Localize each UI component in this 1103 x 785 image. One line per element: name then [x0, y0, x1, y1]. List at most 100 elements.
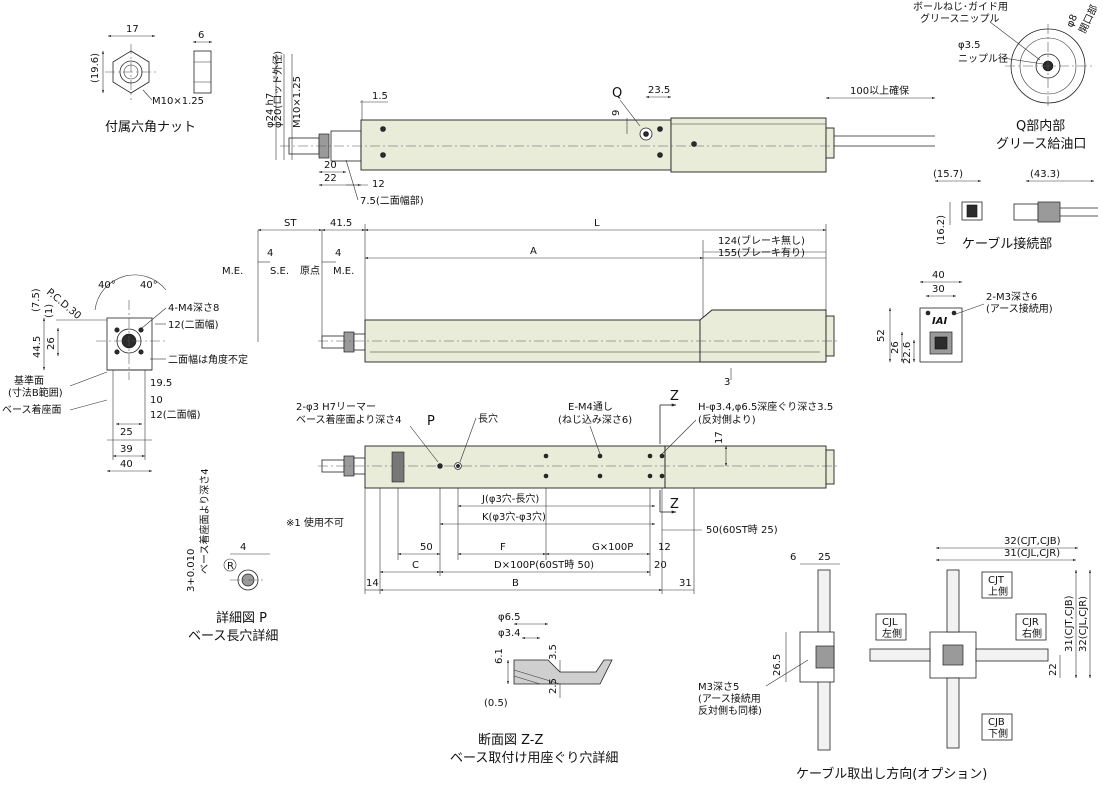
cd-cjt-1: CJT	[988, 575, 1005, 586]
top-dim-75: 7.5(二面幅部)	[360, 194, 424, 207]
end-ang-1: 40°	[98, 280, 116, 291]
cd-m3-2: (アース接続用	[698, 692, 761, 705]
end-dim-195: 19.5	[150, 378, 172, 389]
zz-dim-25: 2.5	[548, 678, 559, 694]
zz-d65: φ6.5	[498, 612, 521, 623]
bottom-k: K(φ3穴-φ3穴)	[482, 510, 546, 523]
end-dim-1: (1)	[44, 304, 55, 318]
end-m4: 4-M4深さ8	[168, 302, 219, 314]
bottom-dim-20: 20	[654, 560, 667, 571]
end-dim-445: 44.5	[32, 336, 43, 358]
cd-cjl-cjr: 31(CJL,CJR)	[1004, 548, 1060, 559]
actuator-end-view: 40° 40° P.C.D.30 (7.5) (1) 44.5 26 4-M4深…	[2, 274, 248, 473]
zz-title-1: 断面図 Z-Z	[478, 733, 544, 748]
bottom-z-2: Z	[670, 497, 679, 512]
top-dim-235: 23.5	[648, 85, 670, 96]
zz-title-2: ベース取付け用座ぐり穴詳細	[450, 750, 618, 766]
top-dim-20: 20	[324, 160, 337, 171]
end-dim-10: 10	[150, 395, 163, 406]
cd-dim-25: 25	[818, 552, 831, 563]
motor-dim-26: 26	[890, 341, 901, 354]
actuator-top-view: 1.5 Q 23.5 9 100以上確保 φ24 h7 φ20(ロッド外径) M…	[265, 51, 936, 207]
cable-dim-433: (43.3)	[1030, 169, 1060, 180]
end-dim-40: 40	[120, 459, 133, 470]
bottom-dim-31: 31	[679, 578, 692, 589]
grease-callout-2: グリースニップル	[920, 12, 1000, 25]
cable-direction: 6 25 26.5 M3深さ5 (アース接続用 反対側も同様) 32(CJT,C…	[698, 536, 1092, 782]
bottom-em4-2: (ねじ込み深さ6)	[558, 414, 632, 426]
bottom-dim-50st: 50(60ST時 25)	[706, 524, 778, 536]
bottom-dim-50: 50	[420, 542, 433, 553]
grease-dim35-1: φ3.5	[958, 40, 981, 51]
cable-title: ケーブル接続部	[962, 236, 1052, 252]
side-dim-l: L	[594, 218, 600, 229]
detail-p-title-1: 詳細図 P	[216, 610, 267, 626]
cd-cjb-1: CJB	[988, 717, 1005, 728]
top-rod-24: φ24 h7	[265, 93, 276, 128]
grease-dim8-1: φ8	[1065, 13, 1080, 29]
motor-dim-30: 30	[932, 284, 945, 295]
detail-p: 4 R 3+0.010 ベース着座面より深さ4 詳細図 P ベース長穴詳細	[186, 468, 278, 644]
grease-dim8-2: 開口部	[1076, 3, 1100, 36]
motor-dim-226: 22.6	[902, 342, 913, 364]
top-dim-15: 1.5	[372, 91, 388, 102]
detail-p-tol: 3+0.010	[186, 549, 197, 592]
top-rod-m10: M10×1.25	[292, 76, 303, 128]
zz-dim-35: 3.5	[548, 644, 559, 660]
bottom-z-1: Z	[670, 389, 679, 404]
bottom-c: C	[412, 560, 419, 571]
bottom-h-2: (反対側より)	[698, 413, 756, 426]
bottom-j: J(φ3穴-長穴)	[481, 492, 539, 505]
motor-m3: 2-M3深さ6	[986, 291, 1037, 303]
end-ref-1: 基準面	[14, 374, 44, 387]
side-origin: 原点	[300, 265, 320, 277]
cd-v32: 32(CJL,CJR)	[1078, 596, 1089, 652]
detail-p-r: R	[227, 561, 234, 572]
cd-dim-22: 22	[1048, 663, 1059, 676]
hex-nut-drawing: 17 (19.6) M10×1.25 6 付属六角ナット	[90, 24, 213, 135]
side-dim-4a: 4	[267, 248, 273, 259]
side-dim-415: 41.5	[330, 218, 352, 229]
zz-dim-61: 6.1	[494, 648, 505, 664]
end-angle-note: 二面幅は角度不定	[168, 353, 248, 366]
side-se: S.E.	[270, 266, 289, 277]
cd-cjr-2: 右側	[1022, 627, 1042, 640]
bottom-d: D×100P(60ST時 50)	[494, 559, 594, 571]
nut-dim-6: 6	[198, 30, 204, 41]
side-dim-st: ST	[284, 218, 297, 229]
end-dim-26: 26	[46, 337, 57, 350]
grease-title-1: Q部内部	[1016, 118, 1065, 134]
side-dim-a: A	[530, 246, 537, 257]
nut-thread: M10×1.25	[152, 96, 204, 107]
bottom-note-1: ※1 使用不可	[286, 516, 344, 529]
bottom-pin-2: ベース着座面より深さ4	[296, 413, 402, 426]
nut-title: 付属六角ナット	[105, 120, 196, 135]
side-me-1: M.E.	[222, 266, 243, 277]
top-dim-22: 22	[324, 173, 337, 184]
cd-dim-265: 26.5	[772, 654, 783, 676]
cd-cjr-1: CJR	[1022, 617, 1039, 628]
bottom-slot: 長穴	[478, 412, 498, 425]
bottom-h-1: H-φ3.4,φ6.5深座ぐり深さ3.5	[698, 400, 833, 413]
end-ang-2: 40°	[140, 280, 158, 291]
bottom-g: G×100P	[592, 542, 633, 553]
cable-connection-detail: (15.7) (16.2) (43.3) ケーブル接続部	[933, 169, 1098, 252]
top-dim-100: 100以上確保	[850, 84, 909, 97]
bottom-dim-14: 14	[366, 578, 379, 589]
cd-m3-1: M3深さ5	[698, 681, 739, 693]
bottom-f: F	[500, 542, 506, 553]
top-dim-12: 12	[372, 179, 385, 190]
grease-title-2: グリース給油口	[996, 137, 1086, 152]
nut-dim-17: 17	[126, 24, 139, 35]
bottom-em4-1: E-M4通し	[568, 401, 613, 413]
motor-m3-sub: (アース接続用)	[986, 302, 1053, 315]
cd-cjt-2: 上側	[988, 585, 1008, 598]
motor-dim-40: 40	[932, 270, 945, 281]
section-zz: φ6.5 φ3.4 6.1 3.5 2.5 (0.5) 断面図 Z-Z ベース取…	[450, 612, 618, 766]
detail-p-title-2: ベース長穴詳細	[188, 628, 278, 644]
motor-dim-52: 52	[876, 329, 887, 342]
side-me-2: M.E.	[333, 266, 354, 277]
motor-end-view: 40 30 IAI 2-M3深さ6 (アース接続用) 52 26 22.6	[876, 270, 1053, 364]
side-dim-4b: 4	[335, 248, 341, 259]
